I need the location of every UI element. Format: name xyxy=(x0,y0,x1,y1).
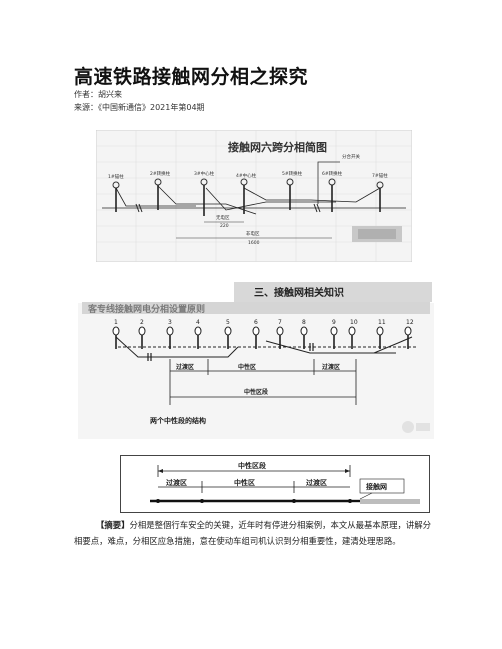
source-line: 来源：《中国新通信》2021年第04期 xyxy=(74,103,205,112)
mast-number: 11 xyxy=(378,319,386,326)
abstract: 【摘要】分相是整個行车安全的关键，近年时有停进分相案例，本文从最基本原理，讲解分… xyxy=(74,517,436,549)
figure3-top-label: 中性区段 xyxy=(238,461,266,470)
pillar-label: 3#中心柱 xyxy=(194,170,215,177)
pillar-label: 6#转换柱 xyxy=(322,170,343,177)
pillar-labels: 1#锚柱 2#转换柱 3#中心柱 4#中心柱 5#转换柱 6#转换柱 7#锚柱 xyxy=(108,170,388,180)
figure3-zone-right: 过渡区 xyxy=(306,478,327,487)
pillar-label: 4#中心柱 xyxy=(236,172,257,179)
transition-value: 220 xyxy=(220,223,229,229)
mast-number: 6 xyxy=(254,319,258,326)
mast-number: 9 xyxy=(332,319,336,326)
mast-number: 5 xyxy=(226,319,230,326)
transition-label: 无电区 xyxy=(216,214,230,221)
figure3-line-label: 接触网 xyxy=(366,482,387,491)
mast-number: 4 xyxy=(196,319,200,326)
pillar-label: 1#锚柱 xyxy=(108,173,124,180)
mast-number: 8 xyxy=(302,319,306,326)
mast-number: 1 xyxy=(114,319,118,326)
mast-number: 12 xyxy=(406,319,414,326)
mast-number: 7 xyxy=(278,319,282,326)
switch-label: 分合开关 xyxy=(342,153,360,160)
pillar-label: 7#锚柱 xyxy=(372,172,388,179)
author-line: 作者：胡兴来 xyxy=(74,90,122,99)
abstract-tag: 【摘要】 xyxy=(96,520,130,530)
figure3-zone-left: 过渡区 xyxy=(166,478,187,487)
span-value: 1600 xyxy=(248,240,260,246)
figure-neutral-section: 中性区段 过渡区 中性区 过渡区 接触网 xyxy=(120,455,430,513)
pillar-label: 2#转换柱 xyxy=(150,170,171,177)
figure2-subtitle: 客专线接触网电分相设置原则 xyxy=(87,303,205,315)
pillar-label: 5#转换柱 xyxy=(282,170,303,177)
figure-six-span-diagram: 接触网六跨分相简图 1#锚柱 2#转换柱 3#中心柱 4#中心柱 5#转换柱 6… xyxy=(96,130,412,262)
figure2-header: 三、接触网相关知识 xyxy=(254,286,344,299)
mast-number: 3 xyxy=(168,319,172,326)
zone-mid-label: 中性区 xyxy=(238,363,256,371)
figure-phase-separation-principle: 三、接触网相关知识 客专线接触网电分相设置原则 1 2 3 4 5 6 7 8 … xyxy=(78,281,434,439)
page-title: 高速铁路接触网分相之探究 xyxy=(74,66,309,88)
figure3-zone-mid: 中性区 xyxy=(234,478,255,487)
zone-right-label: 过渡区 xyxy=(322,363,340,371)
figure2-caption: 两个中性段的结构 xyxy=(150,416,206,425)
mast-number: 10 xyxy=(350,319,358,326)
abstract-text: 分相是整個行车安全的关键，近年时有停进分相案例，本文从最基本原理，讲解分相要点，… xyxy=(74,520,431,546)
figure1-title: 接触网六跨分相简图 xyxy=(228,140,327,154)
neutral-section-label: 中性区段 xyxy=(244,388,268,396)
mast-number: 2 xyxy=(140,319,144,326)
span-label: 非电区 xyxy=(246,230,260,237)
zone-left-label: 过渡区 xyxy=(176,363,194,371)
